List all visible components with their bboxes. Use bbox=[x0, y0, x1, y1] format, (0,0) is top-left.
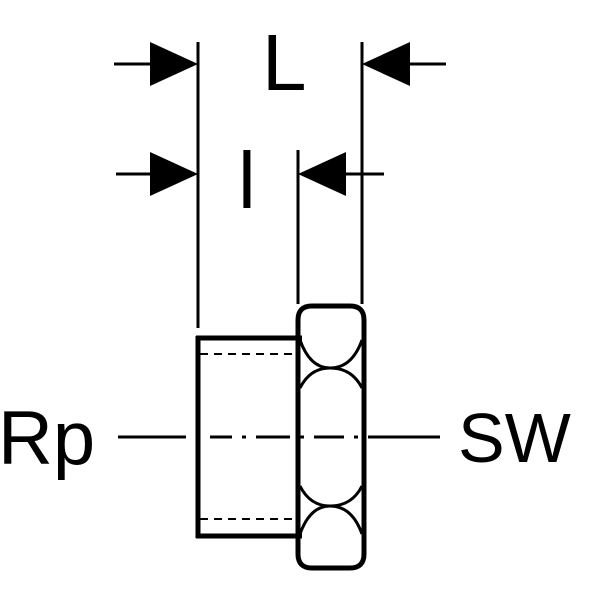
arrowhead-right-icon bbox=[150, 152, 198, 196]
hex-nut bbox=[295, 303, 367, 571]
socket-body bbox=[195, 335, 302, 539]
dimension-label-l-overall: L bbox=[262, 18, 307, 107]
arrowhead-left-icon bbox=[362, 42, 410, 86]
hex-face-bottom-upper bbox=[298, 485, 364, 508]
hex-face-top bbox=[298, 339, 364, 370]
arrowhead-left-icon bbox=[298, 152, 346, 196]
hex-face-top-lower bbox=[298, 366, 364, 389]
wrench-size-label: SW bbox=[458, 399, 571, 477]
dimension-l-overall: L bbox=[114, 18, 446, 107]
hex-face-bottom bbox=[298, 504, 364, 535]
dimension-l-thread: l bbox=[116, 136, 384, 225]
arrowhead-right-icon bbox=[150, 42, 198, 86]
thread-type-label: Rp bbox=[0, 396, 95, 481]
hex-nut-outline bbox=[295, 303, 367, 571]
dimension-label-l-thread: l bbox=[238, 136, 256, 225]
